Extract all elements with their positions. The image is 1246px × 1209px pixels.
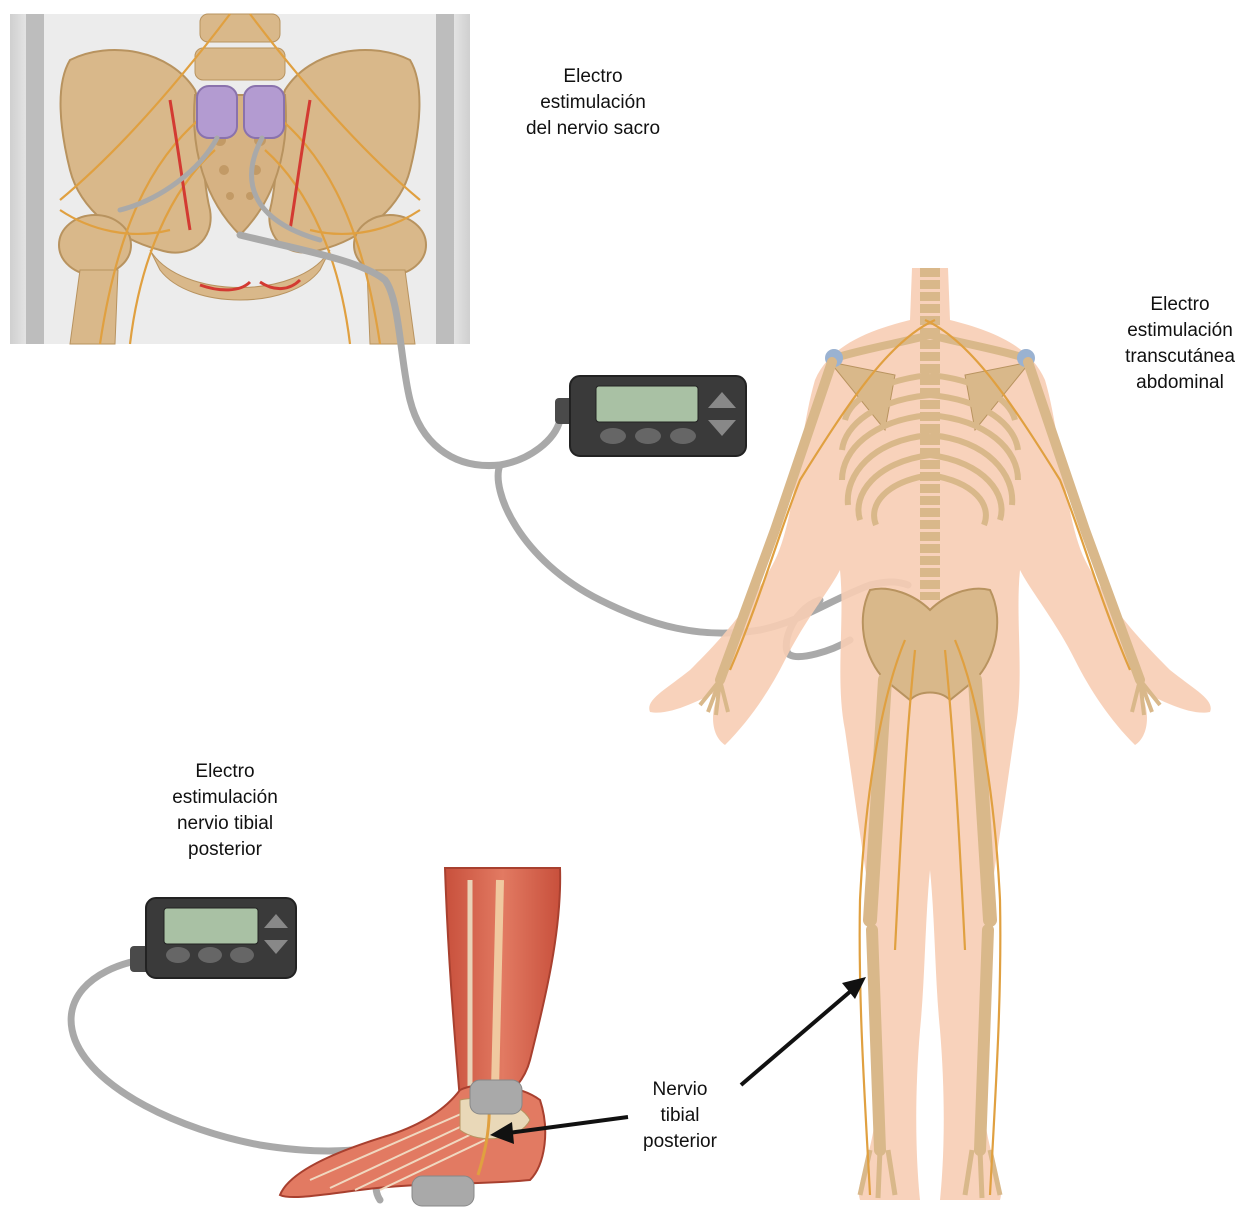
device-screen: [596, 386, 698, 422]
tendon: [495, 880, 500, 1090]
lumbar-vertebra: [195, 48, 285, 80]
sacral-implant-left: [197, 86, 237, 138]
left-femur-head: [59, 215, 131, 275]
label-line: tibial: [615, 1103, 745, 1129]
label-line: del nervio sacro: [498, 116, 688, 142]
sacral-foramen: [226, 192, 234, 200]
label-line: nervio tibial: [140, 811, 310, 837]
label-line: estimulación: [1110, 318, 1246, 344]
device-button: [635, 428, 661, 444]
stimulator-device-sacral: [555, 376, 746, 456]
label-line: Electro: [140, 759, 310, 785]
stimulator-device-tibial: [130, 898, 296, 978]
sacral-implant-right: [244, 86, 284, 138]
foot-electrode: [412, 1176, 474, 1206]
label-posterior-tibial-nerve: Nervio tibial posterior: [615, 1077, 745, 1155]
label-line: transcutánea: [1110, 344, 1246, 370]
label-sacral-nerve: Electro estimulación del nervio sacro: [498, 64, 688, 142]
device-screen: [164, 908, 258, 944]
device-button: [166, 947, 190, 963]
label-line: posterior: [615, 1129, 745, 1155]
label-abdominal: Electro estimulación transcutánea abdomi…: [1110, 292, 1246, 396]
pelvis-panel: [10, 14, 470, 344]
label-line: abdominal: [1110, 370, 1246, 396]
label-line: Nervio: [615, 1077, 745, 1103]
label-line: Electro: [498, 64, 688, 90]
device-button: [670, 428, 696, 444]
label-line: Electro: [1110, 292, 1246, 318]
label-line: estimulación: [140, 785, 310, 811]
device-button: [230, 947, 254, 963]
sacral-foramen: [219, 165, 229, 175]
right-tibia: [980, 930, 988, 1150]
device-button: [198, 947, 222, 963]
ankle-electrode: [470, 1080, 522, 1114]
device-button: [600, 428, 626, 444]
ankle-figure: [280, 868, 560, 1206]
arrow-to-leg: [741, 990, 852, 1085]
label-tibial-stimulation: Electro estimulación nervio tibial poste…: [140, 759, 310, 863]
label-line: estimulación: [498, 90, 688, 116]
left-tibia: [872, 930, 880, 1150]
label-line: posterior: [140, 837, 310, 863]
